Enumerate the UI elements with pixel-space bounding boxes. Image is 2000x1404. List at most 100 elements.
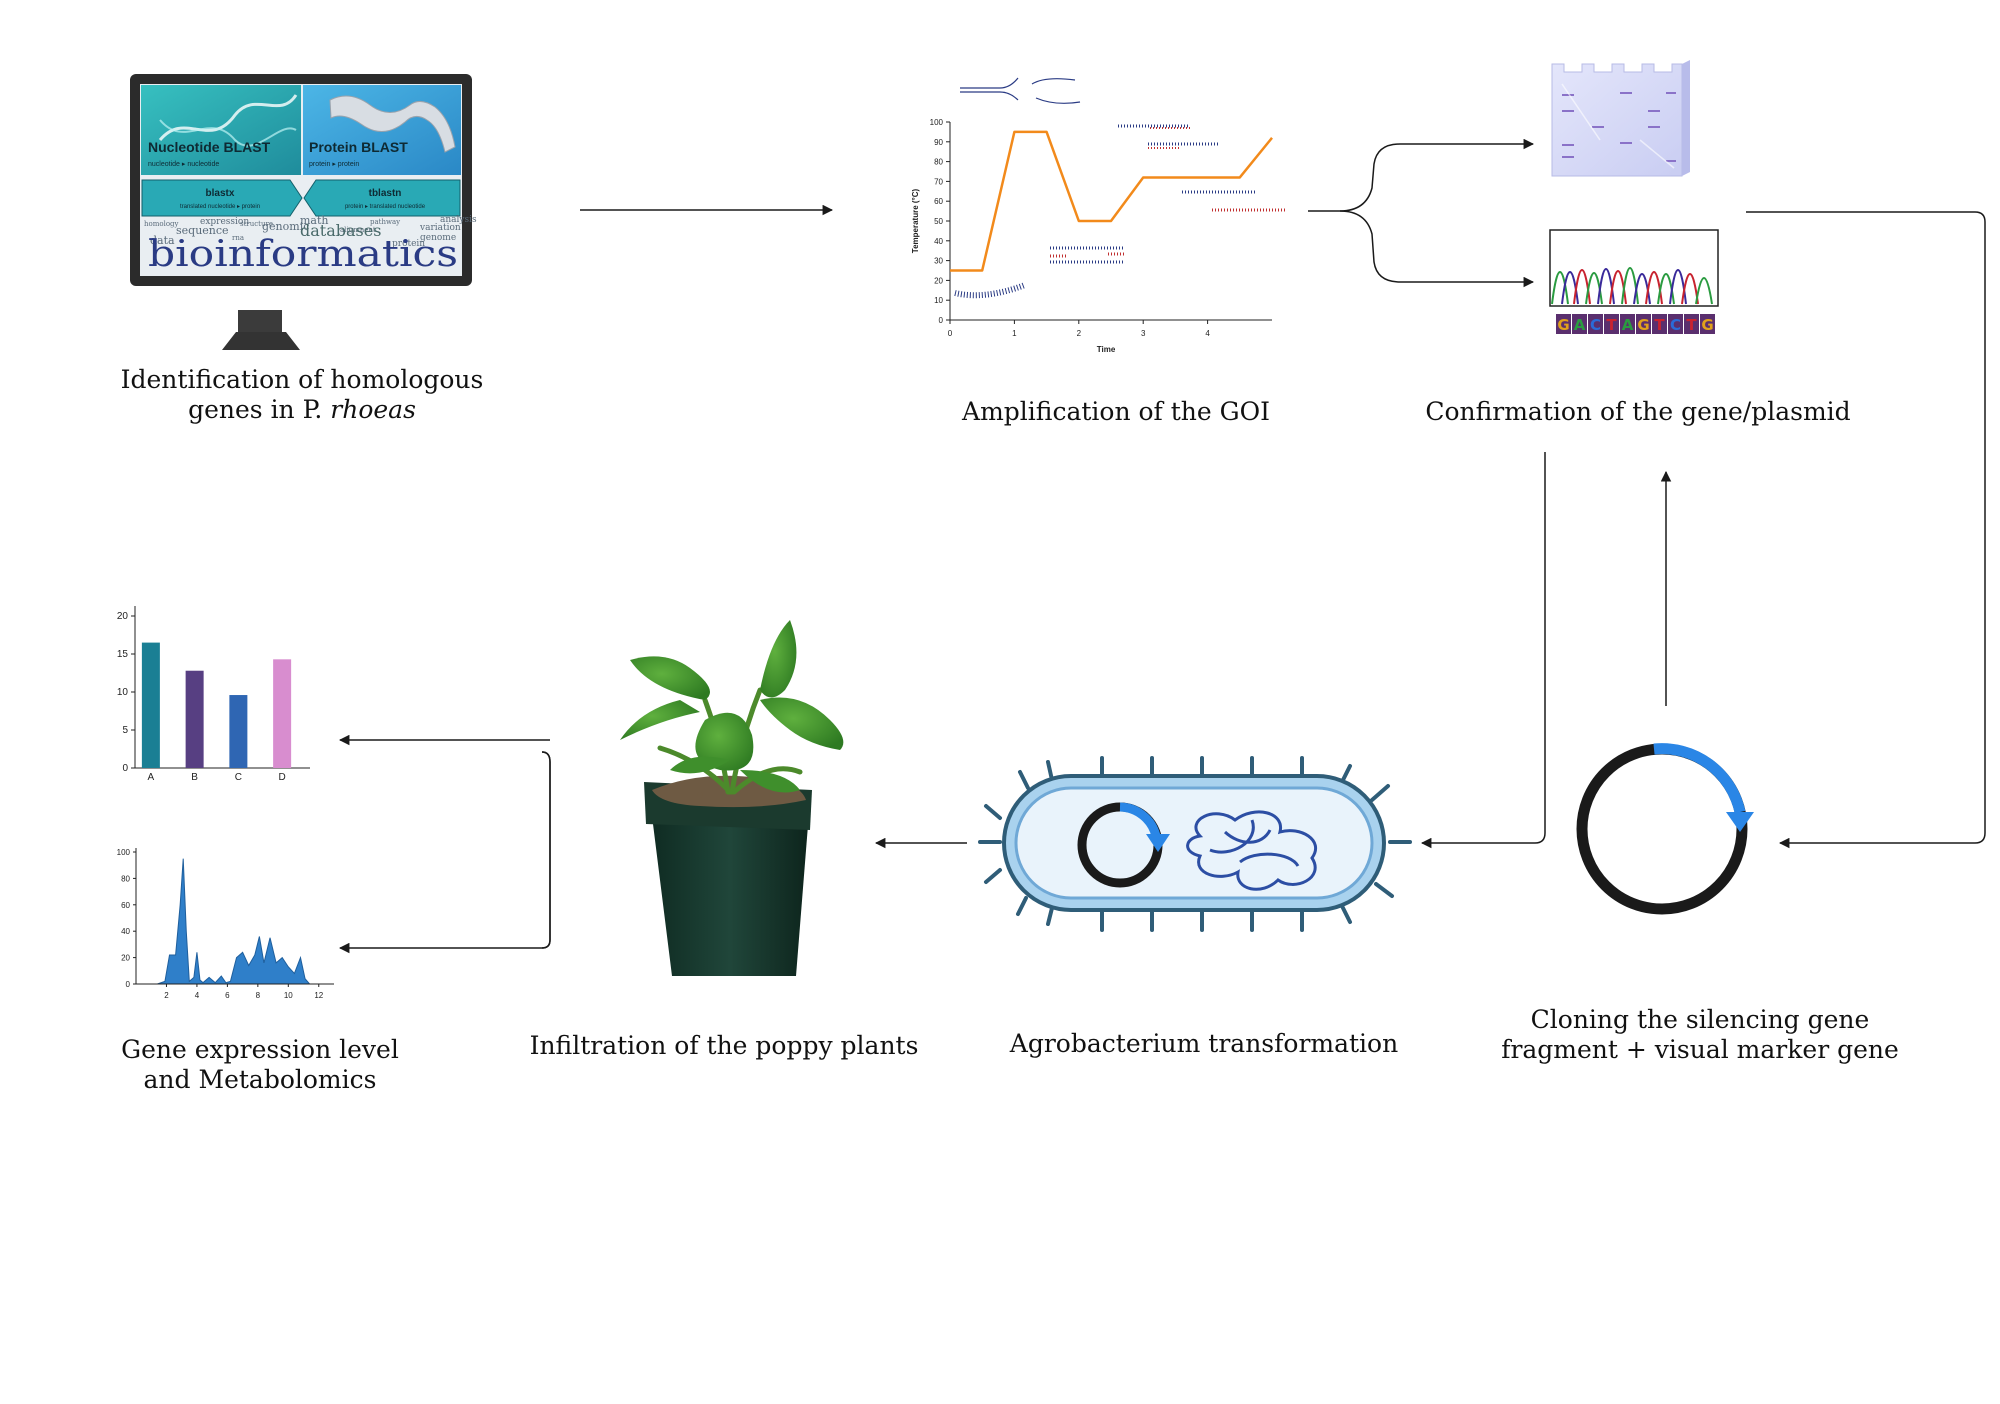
caption-bioinformatics-species: rhoeas	[330, 395, 416, 424]
plant-pot	[650, 800, 810, 976]
caption-bioinformatics-line2-text: genes in P.	[188, 395, 330, 424]
plant-leaf	[630, 656, 710, 700]
caption-cloning-line1: Cloning the silencing gene	[1531, 1005, 1870, 1034]
pcr-y-tick-label: 30	[934, 257, 943, 266]
plant-leaf	[740, 770, 800, 793]
sequence-letter: A	[1574, 316, 1586, 334]
sequence-letter: G	[1637, 316, 1649, 334]
sequence-letter: T	[1606, 316, 1617, 334]
tile-tblastn	[303, 179, 461, 217]
arrow-confirmation-to-cloning	[1746, 211, 1986, 849]
pcr-y-tick-label: 70	[934, 177, 943, 186]
wordcloud-word: alignment	[340, 226, 376, 234]
monitor-stand	[222, 332, 300, 350]
tile3-title: blastx	[206, 188, 235, 199]
metabolomics-area	[157, 858, 311, 985]
sequence-letter-box	[1668, 314, 1683, 334]
bar-D	[273, 659, 292, 768]
bar-B	[185, 670, 204, 768]
pcr-y-tick-label: 10	[934, 296, 943, 305]
arrow-infiltration-to-metabolomics	[541, 751, 551, 949]
sequence-letter-box	[1636, 314, 1651, 334]
plant-leaf	[760, 620, 797, 698]
chromatogram-frame	[1549, 229, 1719, 307]
sequence-letter: T	[1654, 316, 1665, 334]
captions: Identification of homologous genes in P.…	[121, 365, 1899, 1094]
bar-y-tick-label: 5	[122, 725, 128, 736]
caption-bioinformatics-line2: genes in P. rhoeas	[188, 395, 416, 424]
bar-y-tick-label: 10	[117, 687, 129, 698]
pcr-y-axis-label: Temperature (°C)	[911, 188, 920, 253]
metab-y-tick-label: 60	[121, 901, 130, 910]
sequence-letter: A	[1622, 316, 1634, 334]
pcr-y-tick-label: 60	[934, 197, 943, 206]
metab-y-tick-label: 0	[126, 980, 131, 989]
arrow-pcr-to-confirmation-brace	[1308, 138, 1535, 212]
caption-infiltration: Infiltration of the poppy plants	[530, 1031, 919, 1060]
tile2-title: Protein BLAST	[309, 139, 408, 155]
sequence-letter-box	[1588, 314, 1603, 334]
bar-y-tick-label: 0	[122, 763, 128, 774]
wordcloud-word: variation	[419, 223, 461, 233]
sequence-letter: G	[1701, 316, 1713, 334]
agarose-gel	[1551, 60, 1690, 177]
tile-blastx	[141, 179, 303, 217]
metab-x-tick-label: 4	[195, 991, 200, 1000]
pcr-y-tick-label: 0	[939, 316, 944, 325]
wordcloud-word: data	[150, 234, 175, 247]
wordcloud-word: sequence	[176, 224, 229, 237]
metab-x-tick-label: 6	[225, 991, 230, 1000]
plant-leaf	[620, 700, 700, 740]
bacterium-chromosome	[1186, 810, 1318, 891]
arrow-confirmation-to-agro	[1420, 452, 1546, 849]
sequence-letter: C	[1670, 316, 1681, 334]
bar-category-label: D	[279, 772, 286, 783]
bioinformatics-monitor: Nucleotide BLAST nucleotide ▸ nucleotide…	[130, 74, 477, 350]
wordcloud-word: expression	[200, 217, 249, 227]
sequence-letter-box	[1572, 314, 1587, 334]
caption-agrobacterium: Agrobacterium transformation	[1009, 1029, 1398, 1058]
wordcloud-word: rna	[232, 234, 244, 242]
sequence-letter: T	[1686, 316, 1697, 334]
plant-leaf	[695, 712, 754, 771]
pcr-x-tick-label: 4	[1205, 329, 1210, 338]
bar-y-tick-label: 20	[117, 611, 129, 622]
sequence-letter-box	[1700, 314, 1715, 334]
pcr-y-tick-label: 100	[930, 118, 944, 127]
sequence-letter-box	[1652, 314, 1667, 334]
bacterium-inner-membrane	[1014, 786, 1374, 900]
pcr-dna-strands	[954, 77, 1286, 299]
sequence-letter-box	[1604, 314, 1619, 334]
caption-analysis-line2: and Metabolomics	[144, 1065, 377, 1094]
wordcloud-word: math	[300, 214, 329, 227]
caption-bioinformatics-line1: Identification of homologous	[121, 365, 484, 394]
metab-y-tick-label: 40	[121, 927, 130, 936]
pcr-y-tick-label: 50	[934, 217, 943, 226]
bar-category-label: C	[235, 772, 242, 783]
wordcloud-bioinformatics: bioinformatics	[148, 234, 458, 275]
pcr-x-tick-label: 0	[948, 329, 953, 338]
metab-x-tick-label: 8	[256, 991, 261, 1000]
pcr-x-axis-label: Time	[1097, 345, 1116, 354]
wordcloud-word: protein	[392, 239, 425, 249]
bar-category-label: B	[191, 772, 198, 783]
metab-x-tick-label: 12	[314, 991, 323, 1000]
tile1-title: Nucleotide BLAST	[148, 139, 271, 155]
arrow-pcr-to-sequencing	[1339, 210, 1535, 288]
tile3-subtitle: translated nucleotide ▸ protein	[180, 204, 260, 210]
sequence-letter-box	[1620, 314, 1635, 334]
caption-amplification: Amplification of the GOI	[961, 397, 1270, 426]
wordcloud-word: genomic	[262, 220, 309, 233]
flow-arrows	[338, 138, 1986, 954]
plasmid	[1576, 743, 1754, 915]
metab-y-tick-label: 80	[121, 874, 130, 883]
pcr-y-tick-label: 80	[934, 158, 943, 167]
pcr-x-tick-label: 2	[1077, 329, 1082, 338]
metab-x-tick-label: 2	[164, 991, 169, 1000]
caption-confirmation: Confirmation of the gene/plasmid	[1425, 397, 1850, 426]
